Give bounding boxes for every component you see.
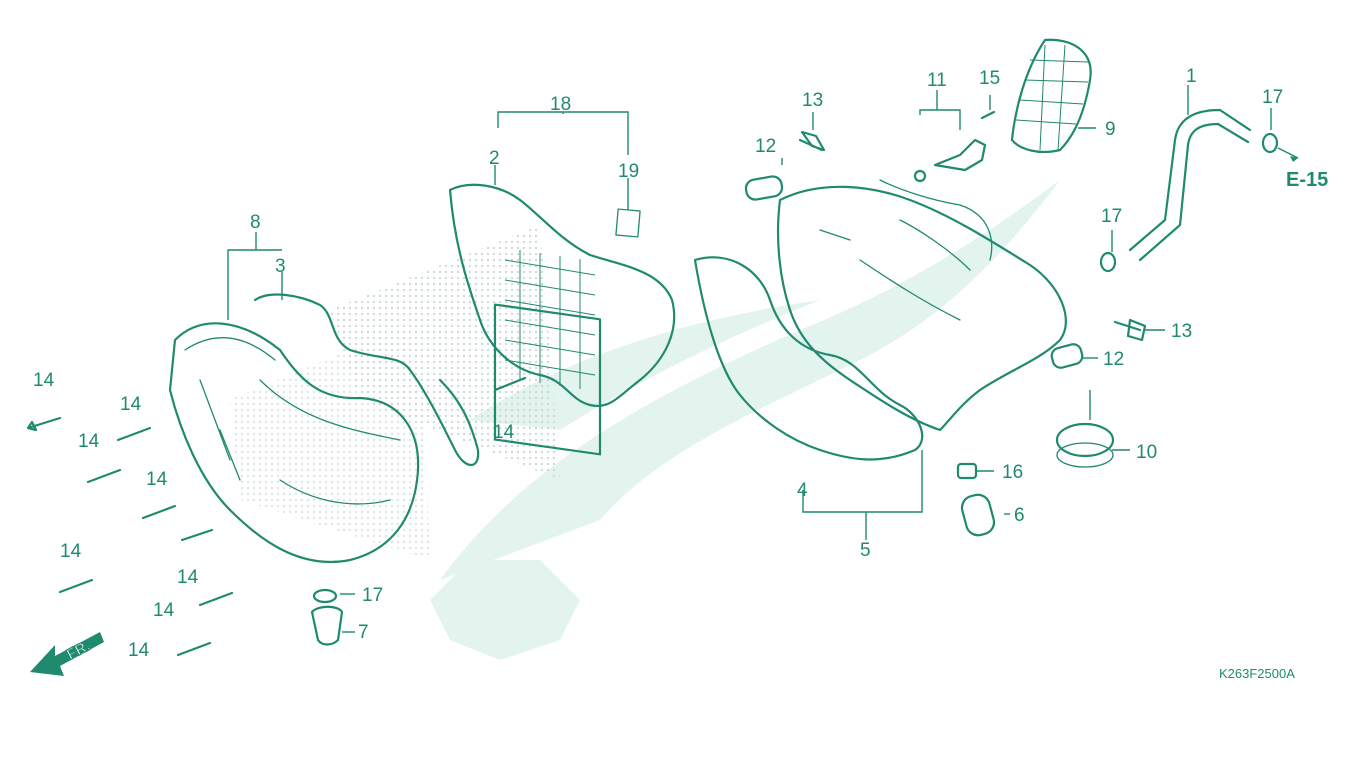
callout-5: 5 [860, 540, 871, 561]
left-air-cleaner-cover [168, 322, 420, 563]
front-direction-arrow: FR. [30, 632, 104, 676]
screw-part-15 [980, 110, 996, 120]
clip-part-16 [956, 462, 978, 480]
plug-part-7 [310, 605, 344, 646]
ring-part-17-mid [1099, 251, 1117, 273]
callouts: 1 2 3 4 5 6 7 8 9 10 11 12 12 13 13 14 1… [33, 66, 1283, 661]
breather-tube-part-1 [1128, 108, 1252, 262]
callout-14-d: 14 [146, 469, 168, 490]
callout-3: 3 [275, 256, 286, 277]
leader-lines [227, 85, 1272, 633]
callout-14-e: 14 [60, 541, 82, 562]
air-filter-element [493, 250, 602, 456]
gasket-part-2 [448, 183, 676, 408]
callout-6: 6 [1014, 505, 1025, 526]
bolt-part-13-upper [798, 130, 826, 152]
callout-19: 19 [618, 161, 639, 182]
callout-18: 18 [550, 94, 571, 115]
reference-e15: E-15 [1277, 147, 1328, 191]
callout-14-f: 14 [177, 567, 199, 588]
callout-12-lower: 12 [1103, 349, 1124, 370]
grommet-part-12-upper [744, 175, 784, 201]
callout-14-g: 14 [153, 600, 175, 621]
callout-17-upper: 17 [1262, 87, 1283, 108]
callout-1: 1 [1186, 66, 1197, 87]
gasket-part-3 [253, 293, 480, 467]
dotted-shading [230, 225, 560, 560]
callout-13-upper: 13 [802, 90, 823, 111]
callout-4: 4 [797, 480, 808, 501]
bolt-part-13-lower [1113, 318, 1147, 342]
label-part-19 [615, 208, 641, 238]
callout-15: 15 [979, 68, 1000, 89]
intake-duct-part-9 [1010, 38, 1092, 154]
callout-17-mid: 17 [1101, 206, 1122, 227]
callout-14-b: 14 [120, 394, 142, 415]
callout-12-upper: 12 [755, 136, 776, 157]
watermark-logo [430, 180, 1060, 660]
grommet-part-12-lower [1050, 343, 1084, 369]
callout-2: 2 [489, 148, 500, 169]
gasket-part-4 [693, 256, 924, 461]
callout-13-lower: 13 [1171, 321, 1192, 342]
callout-14-c: 14 [78, 431, 100, 452]
tube-part-6 [960, 493, 996, 537]
reference-label: E-15 [1286, 169, 1328, 191]
callout-14-i: 14 [493, 422, 515, 443]
callout-9: 9 [1105, 119, 1116, 140]
callout-14-a: 14 [33, 370, 55, 391]
air-cleaner-case [776, 179, 1067, 432]
callout-10: 10 [1136, 442, 1157, 463]
callout-16: 16 [1002, 462, 1023, 483]
callout-11: 11 [927, 70, 947, 91]
callout-17-lower: 17 [362, 585, 383, 606]
ring-part-17-lower [312, 588, 338, 604]
screw-part-14-group [26, 376, 527, 657]
band-part-10 [1055, 422, 1115, 468]
callout-7: 7 [358, 622, 369, 643]
diagram-code: K263F2500A [1219, 666, 1295, 681]
callout-8: 8 [250, 212, 261, 233]
sensor-part-11 [913, 138, 987, 183]
ring-part-17-upper [1261, 132, 1279, 154]
callout-14-h: 14 [128, 640, 150, 661]
